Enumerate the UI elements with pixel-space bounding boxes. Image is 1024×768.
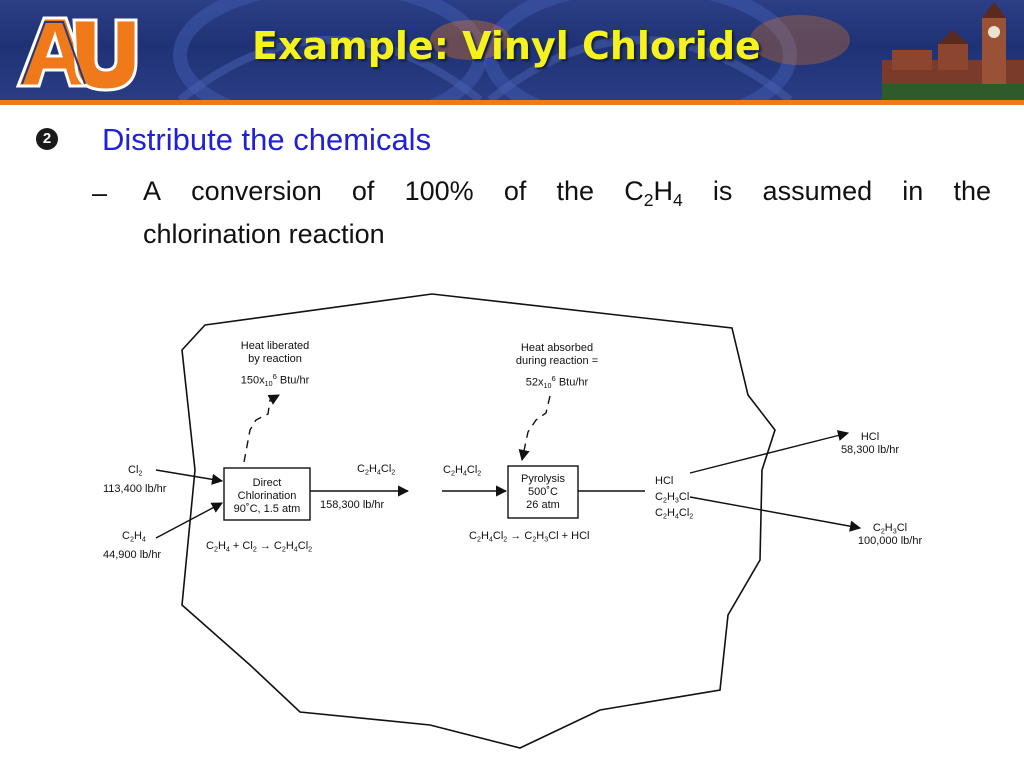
c2h4-feed-arrow (155, 502, 223, 539)
subbullet-dash: – (92, 178, 108, 208)
word: assumed (762, 176, 873, 206)
pyrolysis-label: Pyrolysis 500˚C 26 atm (520, 473, 565, 511)
heat-absorbed-label: Heat absorbed during reaction = 52x106 B… (515, 342, 599, 391)
bullet-text: Distribute the chemicals (102, 122, 432, 157)
word: A (143, 176, 162, 206)
bullet-number-icon: 2 (36, 128, 58, 150)
header-divider (0, 100, 1024, 105)
cl2-flow-rate: 113,400 lb/hr (103, 483, 167, 495)
word: 100% (404, 176, 474, 206)
edc-out-name: C2H4Cl2 (357, 463, 396, 477)
system-boundary (181, 293, 776, 749)
samford-hall-icon (882, 2, 1024, 100)
header-banner: Example: Vinyl Chloride (0, 0, 1024, 100)
heat-liberated-arrow (243, 394, 280, 463)
slide-title: Example: Vinyl Chloride (252, 24, 761, 68)
subbullet-line1: A conversion of 100% of the C2H4 is assu… (143, 176, 991, 211)
direct-chlorination-box (223, 467, 311, 521)
au-logo-icon (15, 16, 138, 92)
edc-in-name: C2H4Cl2 (443, 464, 482, 478)
word: C2H4 (624, 176, 683, 211)
word: conversion (191, 176, 322, 206)
pyrolysis-reaction: C2H4Cl2 → C2H3Cl + HCl (469, 530, 590, 544)
word: is (712, 176, 733, 206)
hcl-out-arrow (689, 430, 850, 474)
c2h4-stream-name: C2H4 (122, 530, 146, 544)
word: in (902, 176, 924, 206)
heat-absorbed-arrow (518, 395, 551, 462)
subbullet-line2: chlorination reaction (143, 219, 385, 249)
c2h4-flow-rate: 44,900 lb/hr (103, 549, 162, 561)
vc-product-label: C2H3Cl 100,000 lb/hr (857, 522, 923, 547)
vc-out-arrow (689, 496, 862, 532)
pyrolysis-products: HCl C2H3Cl C2H4Cl2 (655, 475, 694, 521)
cl2-stream-name: Cl2 (128, 464, 143, 478)
chlorination-reaction: C2H4 + Cl2 → C2H4Cl2 (206, 540, 313, 554)
word: the (556, 176, 595, 206)
direct-chlorination-label: Direct Chlorination 90˚C, 1.5 atm (233, 477, 301, 515)
pyrolysis-box (507, 465, 579, 519)
cl2-feed-arrow (155, 469, 224, 485)
hcl-product-label: HCl 58,300 lb/hr (840, 431, 900, 456)
word: of (351, 176, 375, 206)
word: of (503, 176, 527, 206)
header-pattern (173, 0, 850, 100)
edc-out-flow: 158,300 lb/hr (320, 499, 385, 511)
heat-liberated-label: Heat liberated by reaction 150x106 Btu/h… (240, 340, 310, 389)
word: the (953, 176, 991, 206)
